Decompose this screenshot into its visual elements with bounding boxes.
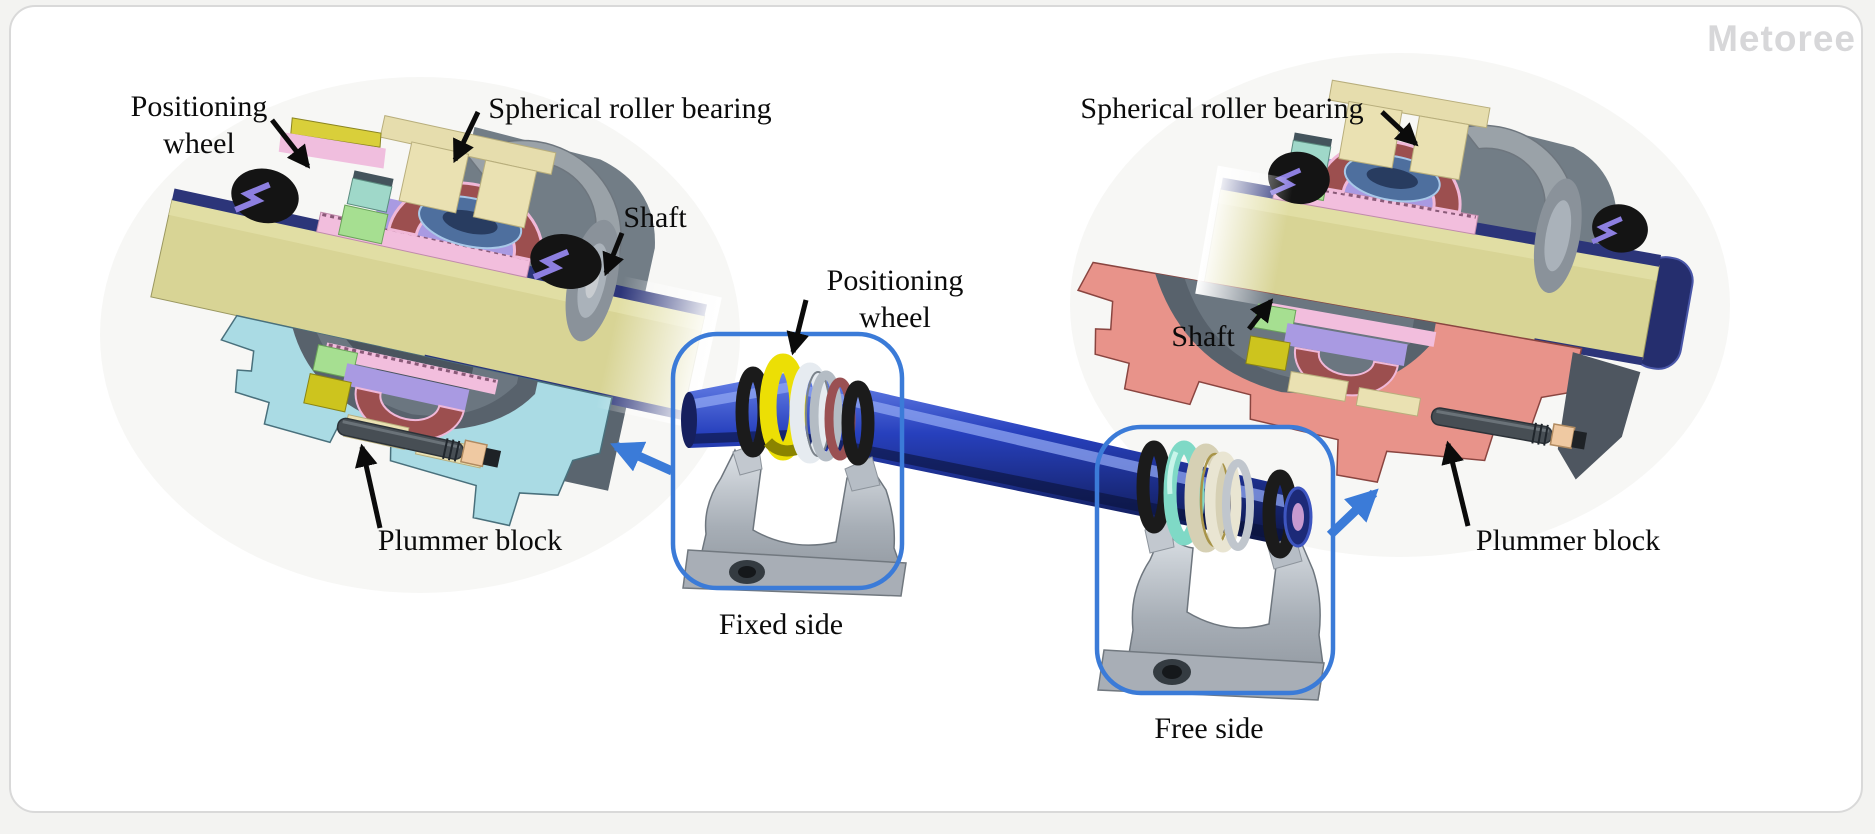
bolt-fixed — [336, 417, 502, 468]
arrow-spherical-roller-bearing-right — [1380, 110, 1419, 147]
teal-block — [346, 177, 393, 213]
plummer-block-fixed-photo — [682, 442, 907, 597]
arrow-spherical-roller-bearing-left — [452, 110, 481, 164]
seal-right — [530, 234, 602, 289]
label-positioning-wheel-left: Positioning wheel — [130, 90, 268, 160]
metoree-logo: Metoree — [1707, 18, 1856, 59]
cage-block — [398, 141, 470, 214]
plummer-block-free-photo — [1097, 519, 1325, 701]
label-spherical-roller-bearing-left: Spherical roller bearing — [488, 92, 772, 125]
label-shaft-right: Shaft — [1171, 320, 1235, 353]
arrow-positioning-wheel-left — [270, 118, 311, 169]
green-block — [337, 204, 389, 245]
label-shaft-left: Shaft — [623, 201, 687, 234]
label-plummer-block-right: Plummer block — [1475, 524, 1661, 557]
positioning-wheel-section — [290, 117, 382, 148]
photo-shaft-assembly — [681, 353, 1325, 701]
label-free-side: Free side — [1154, 712, 1264, 745]
label-plummer-block-left: Plummer block — [377, 524, 563, 557]
bolt-free — [1430, 407, 1588, 450]
locating-ring-right-fixed — [841, 380, 875, 466]
seal-left — [231, 168, 299, 224]
arrow-plummer-block-right — [1441, 440, 1471, 527]
arrow-plummer-block-left — [355, 443, 383, 529]
arrow-shaft-right — [1247, 298, 1274, 331]
arrow-positioning-wheel-center — [786, 299, 809, 356]
label-fixed-side: Fixed side — [718, 608, 844, 641]
arrow-to-free-cutaway — [1326, 488, 1379, 539]
label-positioning-wheel-center: Positioning wheel — [826, 264, 964, 334]
arrow-shaft-left — [602, 232, 625, 277]
free-side-box — [1094, 424, 1336, 696]
cutaway-fixed-side — [150, 114, 722, 527]
cutaway-free-side — [1076, 79, 1694, 483]
label-spherical-roller-bearing-right: Spherical roller bearing — [1080, 92, 1364, 125]
arrow-to-fixed-cutaway — [610, 441, 674, 476]
